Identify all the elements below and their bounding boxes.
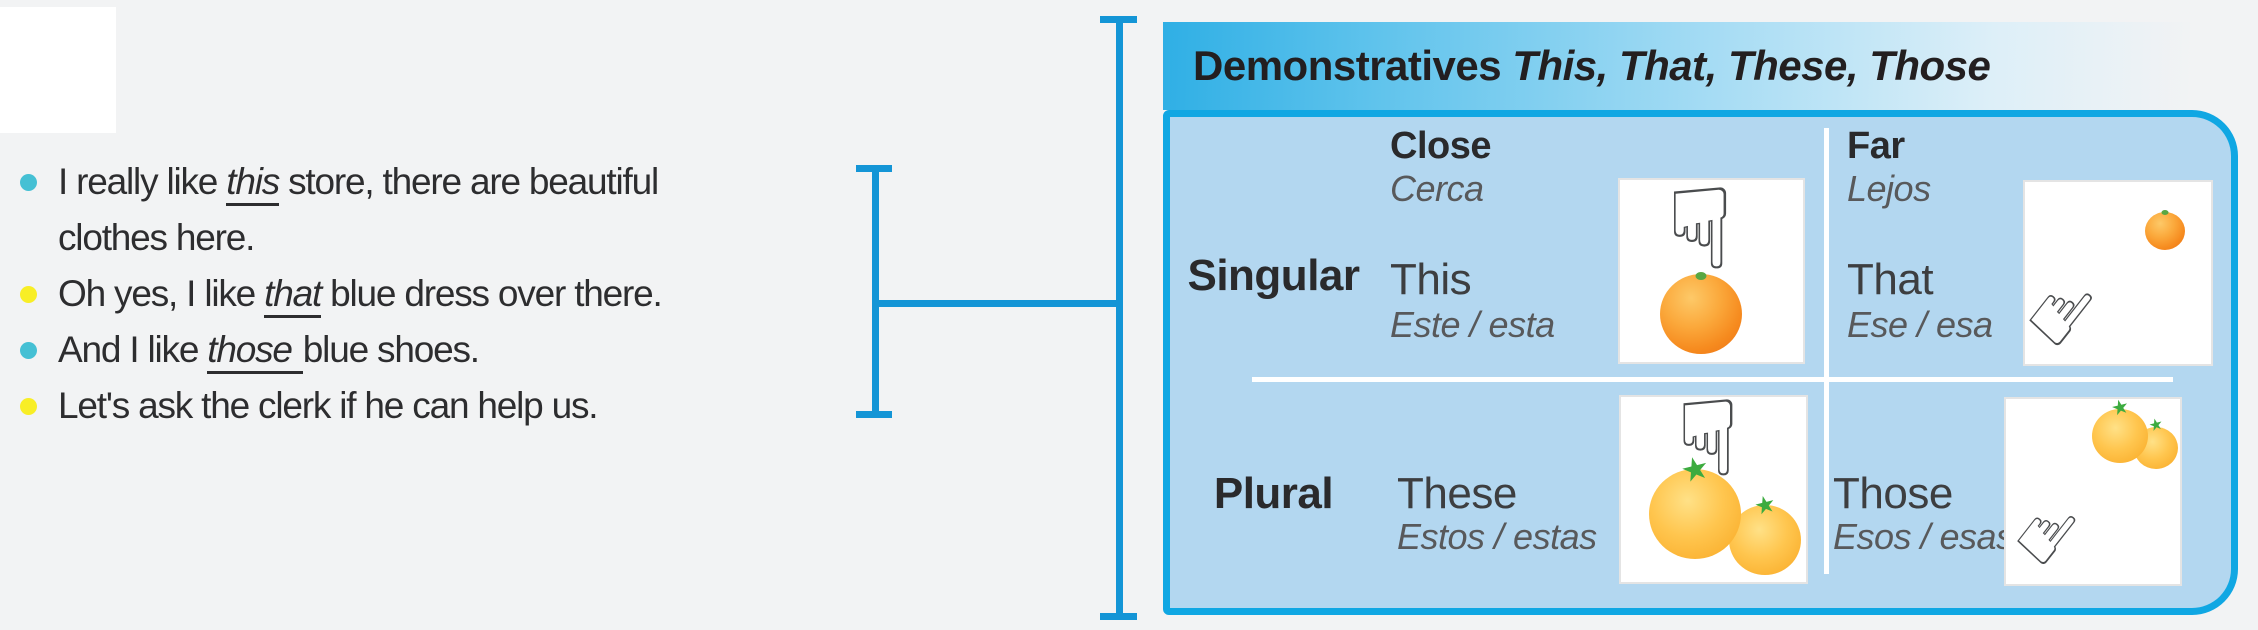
- orange-leaf-star: ★: [2146, 413, 2166, 436]
- text-segment: Let's ask the clerk if he can help us.: [58, 385, 599, 426]
- text-segment: blue dress over there.: [321, 273, 663, 314]
- cell-word-that: That: [1847, 255, 1934, 304]
- bullet-text: clothes here.: [58, 217, 255, 259]
- bracket-small-vertical: [872, 165, 879, 418]
- text-segment: clothes here.: [58, 217, 255, 258]
- connector-horizontal-line: [875, 300, 1123, 307]
- bullet-line-1-continuation: clothes here.: [20, 210, 662, 266]
- bracket-small-bottom-cap: [856, 411, 892, 418]
- orange-icon: ★: [1649, 447, 1741, 559]
- column-divider: [1824, 128, 1829, 574]
- row-header-singular: Singular: [1187, 251, 1360, 300]
- orange-leaf-star: ★: [1751, 488, 1779, 522]
- bullet-line-2: Oh yes, I like that blue dress over ther…: [20, 266, 663, 322]
- bullet-line-4: Let's ask the clerk if he can help us.: [20, 378, 662, 434]
- cell-word-that-spanish: Ese / esa: [1847, 304, 1993, 345]
- panel-title-prefix: Demonstratives: [1193, 42, 1513, 89]
- bracket-tall-bottom-cap: [1100, 613, 1137, 620]
- text-segment: blue shoes.: [302, 329, 480, 370]
- cell-word-these-spanish: Estos / estas: [1397, 516, 1597, 557]
- orange-stem: [1695, 272, 1707, 280]
- row-divider: [1252, 377, 2173, 382]
- cell-word-this: This: [1390, 255, 1472, 304]
- orange-icon: [2145, 210, 2185, 250]
- bullet-dot-spacer: [20, 230, 37, 247]
- column-header-far: Far: [1847, 125, 1905, 167]
- image-plural-close: ☟ ★ ★: [1619, 387, 1808, 584]
- pointing-hand-up-icon: ☝: [2010, 257, 2111, 367]
- emphasized-word: that: [264, 273, 322, 318]
- column-header-far-spanish: Lejos: [1847, 168, 1931, 209]
- bullet-dot-teal: [20, 341, 37, 359]
- bracket-tall-vertical: [1116, 16, 1123, 620]
- pointing-hand-up-icon: ☝: [1999, 483, 2093, 585]
- pointing-hand-down-icon: ☟: [1666, 165, 1735, 295]
- blank-corner-box: [0, 7, 116, 133]
- text-segment: store, there are beautiful: [279, 161, 659, 202]
- cell-word-those: Those: [1833, 469, 1953, 518]
- column-header-close-spanish: Cerca: [1390, 168, 1484, 209]
- orange-icon: ★: [2092, 393, 2148, 463]
- panel-header: Demonstratives This, That, These, Those: [1163, 22, 2225, 110]
- bullet-dot-yellow: [20, 397, 37, 415]
- orange-stem: [2161, 210, 2169, 215]
- bullet-line-1: I really like this store, there are beau…: [20, 154, 662, 210]
- emphasized-word: those: [207, 329, 303, 374]
- text-segment: And I like: [58, 329, 208, 370]
- text-segment: I really like: [58, 161, 227, 202]
- orange-leaf-star: ★: [2108, 393, 2132, 421]
- bullet-text: Oh yes, I like that blue dress over ther…: [58, 273, 663, 318]
- emphasized-word: this: [226, 161, 280, 206]
- cell-word-this-spanish: Este / esta: [1390, 304, 1555, 345]
- panel-title: Demonstratives This, That, These, Those: [1163, 22, 2225, 110]
- text-segment: Oh yes, I like: [58, 273, 265, 314]
- bullet-dot-teal: [20, 173, 37, 191]
- cell-word-these: These: [1397, 469, 1517, 518]
- row-header-plural: Plural: [1213, 469, 1334, 518]
- bullet-dot-yellow: [20, 285, 37, 303]
- panel-title-demonstratives: This, That, These, Those: [1512, 42, 1991, 89]
- cell-word-those-spanish: Esos / esas: [1833, 516, 2014, 557]
- image-singular-far: ☝: [2010, 180, 2213, 366]
- image-plural-far: ★ ★ ☝: [1999, 393, 2182, 586]
- orange-icon: ★: [1729, 489, 1801, 575]
- column-header-close: Close: [1390, 125, 1491, 167]
- bullet-text: Let's ask the clerk if he can help us.: [58, 385, 599, 427]
- orange-icon: [1660, 272, 1742, 354]
- image-singular-close: ☟: [1618, 174, 1805, 364]
- bullet-text: I really like this store, there are beau…: [58, 161, 659, 206]
- bullet-list: I really like this store, there are beau…: [20, 154, 663, 434]
